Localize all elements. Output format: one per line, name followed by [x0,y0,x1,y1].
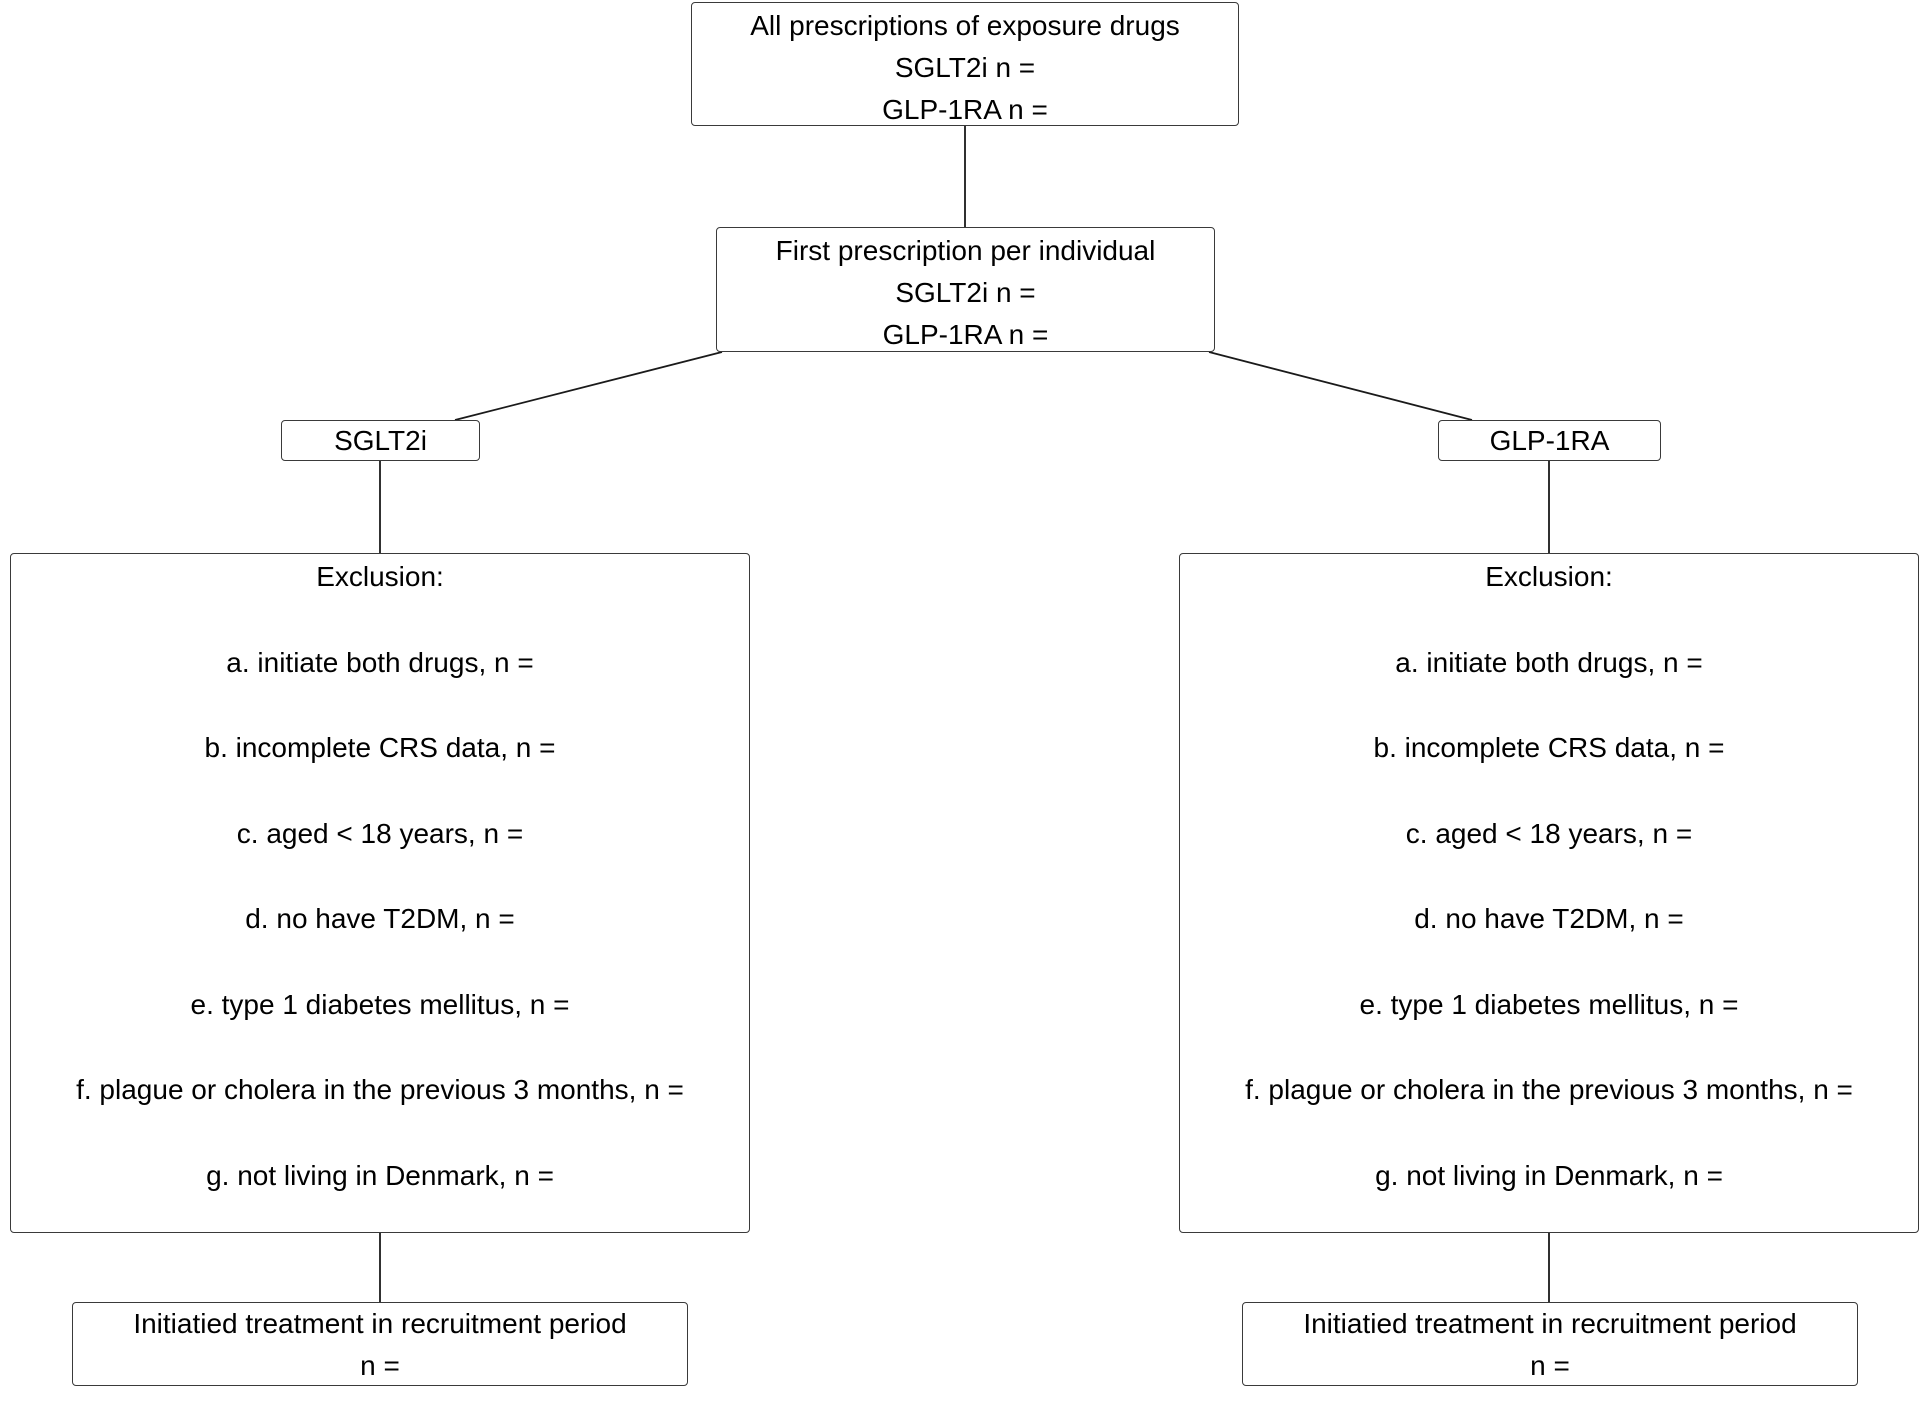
exclusion-item-d: d. no have T2DM, n = [1414,903,1684,934]
first-prescription-title: First prescription per individual [775,235,1156,266]
connector-first-to-sglt2i [454,351,723,421]
first-prescription-sglt2i-count: SGLT2i n = [895,277,1036,308]
sglt2i-arm-box: SGLT2i [281,420,480,461]
glp1ra-arm-label: GLP-1RA [1489,425,1610,456]
all-prescriptions-glp1ra-count: GLP-1RA n = [882,94,1048,125]
result-count: n = [360,1350,400,1381]
glp1ra-result-box: Initiatied treatment in recruitment peri… [1242,1302,1858,1386]
exclusion-item-a: a. initiate both drugs, n = [226,646,534,678]
exclusion-item-e: e. type 1 diabetes mellitus, n = [1359,988,1739,1020]
result-title: Initiatied treatment in recruitment peri… [1303,1308,1797,1339]
exclusion-item-g: g. not living in Denmark, n = [1375,1159,1723,1191]
exclusion-item-g: g. not living in Denmark, n = [206,1159,554,1191]
sglt2i-result-box: Initiatied treatment in recruitment peri… [72,1302,688,1386]
exclusion-item-b: b. incomplete CRS data, n = [204,732,556,763]
all-prescriptions-title: All prescriptions of exposure drugs [750,10,1180,41]
exclusion-heading: Exclusion: [1485,561,1613,592]
connector-first-to-glp1ra [1208,351,1473,421]
first-prescription-box: First prescription per individual SGLT2i… [716,227,1215,352]
exclusion-item-e: e. type 1 diabetes mellitus, n = [190,988,570,1020]
result-count: n = [1530,1350,1570,1381]
first-prescription-glp1ra-count: GLP-1RA n = [882,319,1049,350]
all-prescriptions-box: All prescriptions of exposure drugs SGLT… [691,2,1239,126]
sglt2i-exclusion-box: Exclusion: a. initiate both drugs, n = b… [10,553,750,1233]
glp1ra-exclusion-box: Exclusion: a. initiate both drugs, n = b… [1179,553,1919,1233]
exclusion-item-c: c. aged < 18 years, n = [236,817,524,849]
exclusion-item-d: d. no have T2DM, n = [245,903,515,934]
exclusion-item-c: c. aged < 18 years, n = [1405,817,1693,849]
exclusion-heading: Exclusion: [316,561,444,592]
glp1ra-arm-box: GLP-1RA [1438,420,1661,461]
exclusion-item-f: f. plague or cholera in the previous 3 m… [76,1074,684,1105]
exclusion-item-f: f. plague or cholera in the previous 3 m… [1245,1074,1853,1105]
exclusion-item-b: b. incomplete CRS data, n = [1373,732,1725,763]
sglt2i-arm-label: SGLT2i [334,425,427,456]
exclusion-item-a: a. initiate both drugs, n = [1395,646,1703,678]
result-title: Initiatied treatment in recruitment peri… [133,1308,627,1339]
all-prescriptions-sglt2i-count: SGLT2i n = [894,52,1036,83]
